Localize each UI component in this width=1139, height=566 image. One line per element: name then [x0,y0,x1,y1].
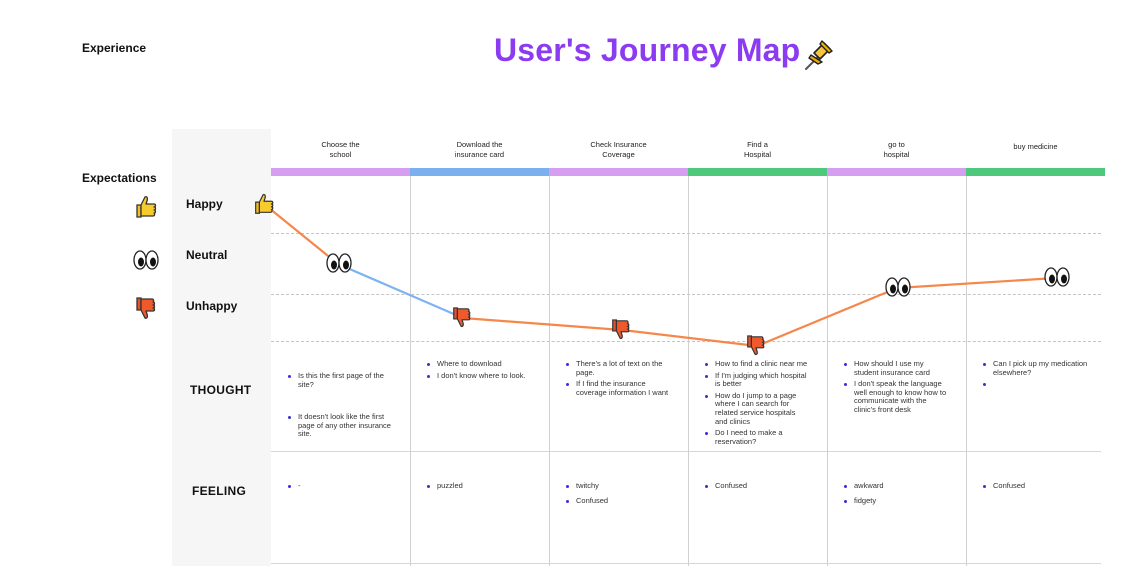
thought-item: Do I need to make a reservation? [704,428,810,446]
feeling-item: twitchy [565,481,671,491]
grid-line-unhappy [271,294,1101,295]
feeling-item: Confused [704,481,810,491]
stage-title-line1: Check Insurance [590,140,647,149]
thought-item: If I'm judging which hospital is better [704,371,810,389]
stage-bar-3 [549,168,688,176]
level-label-happy: Happy [186,197,223,211]
thought-item: I don't speak the language well enough t… [843,379,949,414]
stage-bar-6 [966,168,1105,176]
stage-header-6: buy medicine [966,142,1105,152]
feeling-item: Confused [982,481,1088,491]
thought-item: I don't know where to look. [426,371,532,381]
column-divider [410,176,411,566]
column-divider [827,176,828,566]
thought-item: If I find the insurance coverage informa… [565,379,671,397]
grid-line-thought-top [271,341,1101,342]
stage-title-line2: insurance card [454,150,505,159]
grid-line-feeling-top [271,451,1101,452]
eyes-icon [326,252,352,279]
column-divider [966,176,967,566]
page-title: User's Journey Map [494,32,801,68]
thought-item: Where to download [426,359,532,369]
thought-cell-5: How should I use my student insurance ca… [843,359,949,418]
level-label-neutral: Neutral [186,248,228,262]
grid-line-bottom [271,563,1101,564]
eyes-icon [133,250,159,270]
stage-title-line1: buy medicine [1013,142,1058,151]
thought-item: How to find a clinic near me [704,359,810,369]
feeling-cell-6: Confused [982,481,1088,494]
stage-title-line2: Hospital [743,150,772,159]
thought-item: How should I use my student insurance ca… [843,359,949,377]
thumbs-down-icon [745,334,767,363]
thought-item: Can I pick up my medication elsewhere? [982,359,1088,377]
experience-label: Experience [82,41,147,55]
thought-item: It doesn't look like the first page of a… [287,412,393,439]
feeling-cell-2: puzzled [426,481,532,494]
row-label-thought: THOUGHT [190,383,252,397]
pushpin-icon [805,40,833,70]
stage-bar-1 [271,168,410,176]
feeling-cell-1: - [287,481,393,494]
thumbs-down-icon [451,306,473,335]
thought-cell-2: Where to download I don't know where to l… [426,359,532,383]
stage-title-line2: Coverage [602,150,635,159]
row-label-feeling: FEELING [192,484,247,498]
stage-bar-2 [410,168,549,176]
feeling-item: puzzled [426,481,532,491]
stage-title-line2: hospital [883,150,910,159]
eyes-icon [885,276,911,303]
stage-title-line1: Find a [747,140,768,149]
stage-title-line1: Choose the [321,140,360,149]
column-divider [549,176,550,566]
thought-item: Is this the first page of the site? [287,371,393,389]
thought-item: How do I jump to a page where I can sear… [704,391,810,426]
stage-title-line2: school [329,150,352,159]
stage-title-line1: go to [888,140,905,149]
thought-cell-1: Is this the first page of the site? It do… [287,371,393,439]
thought-cell-6: Can I pick up my medication elsewhere? [982,359,1088,387]
thumbs-up-icon [252,192,276,221]
feeling-item: fidgety [843,496,949,506]
expectations-label: Expectations [82,171,157,185]
feeling-item: awkward [843,481,949,491]
eyes-icon [1044,266,1070,293]
stage-bar-5 [827,168,966,176]
thumbs-down-icon [610,318,632,347]
thumbs-down-icon [136,297,156,319]
thought-cell-4: How to find a clinic near me If I'm judgi… [704,359,810,449]
stage-bar-4 [688,168,827,176]
feeling-cell-5: awkward fidgety [843,481,949,508]
feeling-item: - [287,481,393,491]
stage-title-line1: Download the [456,140,503,149]
level-label-unhappy: Unhappy [186,299,238,313]
grid-line-neutral [271,233,1101,234]
feeling-cell-4: Confused [704,481,810,494]
column-divider [688,176,689,566]
feeling-item: Confused [565,496,671,506]
thumbs-up-icon [136,196,157,218]
thought-cell-3: There's a lot of text on the page. If I f… [565,359,671,400]
thought-item: There's a lot of text on the page. [565,359,671,377]
